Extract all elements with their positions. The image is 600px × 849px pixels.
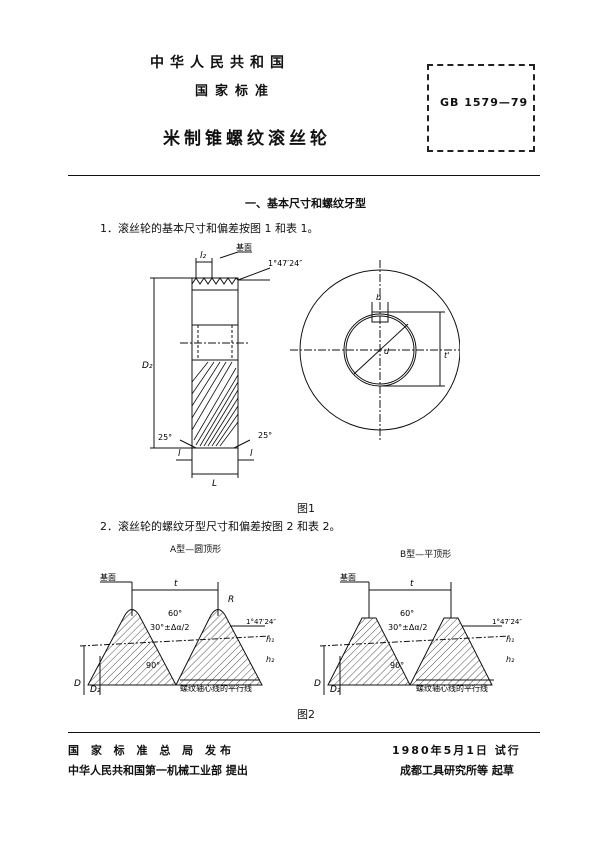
country-heading: 中华人民共和国 (150, 55, 290, 71)
standard-type-heading: 国家标准 (195, 84, 276, 99)
fig2-left-angle60: 60° (168, 609, 182, 618)
paragraph-item-1: 1．滚丝轮的基本尺寸和偏差按图 1 和表 1。 (100, 222, 319, 235)
label-angle-left: 25° (158, 433, 172, 442)
fig2-right-h2: h₂ (506, 655, 515, 664)
standard-code-box (427, 64, 535, 152)
fig2-left-h2: h₂ (266, 655, 275, 664)
section-heading: 一、基本尺寸和螺纹牙型 (245, 197, 366, 210)
figure1-caption: 图1 (297, 502, 315, 515)
label-l-left: l (178, 449, 181, 459)
document-title: 米制锥螺纹滚丝轮 (163, 129, 331, 149)
footer-drafter: 成都工具研究所等 起草 (400, 764, 514, 777)
label-l-right: l (250, 449, 253, 459)
fig2-left-D: D (74, 679, 81, 689)
fig2-left-R: R (228, 595, 234, 605)
fig2-left-base-face: 基面 (100, 572, 116, 582)
label-D2: D₂ (142, 361, 153, 371)
fig2-right-base-face: 基面 (340, 572, 356, 582)
fig2-right-taper: 1°47′24″ (492, 618, 522, 626)
fig2-left-angle90: 90° (146, 661, 160, 670)
fig2-right-D2: D₂ (330, 685, 341, 695)
footer-divider (68, 732, 540, 733)
fig2-right-angle60: 60° (400, 609, 414, 618)
label-L: L (212, 479, 217, 489)
paragraph-item-2: 2．滚丝轮的螺纹牙型尺寸和偏差按图 2 和表 2。 (100, 520, 341, 533)
figure1-drawing: l₂ 基面 1°47′24″ D₂ 25° 25° l l L b d t' (142, 242, 460, 489)
label-b: b (376, 293, 381, 302)
fig2-left-D2: D₂ (90, 685, 101, 695)
header-divider (68, 175, 540, 176)
label-angle-right: 25° (258, 431, 272, 440)
figure2-left-title: A型—圆顶形 (170, 545, 222, 555)
fig2-right-angle90: 90° (390, 661, 404, 670)
label-taper-angle: 1°47′24″ (268, 259, 302, 268)
footer-date: 1980年5月1日 试行 (392, 744, 521, 757)
footer-proposer: 中华人民共和国第一机械工业部 提出 (68, 764, 248, 777)
fig2-left-h1: h₁ (266, 635, 274, 644)
label-base-face: 基面 (236, 242, 252, 252)
fig2-left-axis-note: 螺纹轴心线的平行线 (180, 683, 252, 693)
label-l2: l₂ (200, 251, 207, 261)
fig2-right-axis-note: 螺纹轴心线的平行线 (416, 683, 488, 693)
footer-publisher: 国 家 标 准 总 局 发布 (68, 744, 235, 757)
fig2-left-half-angle: 30°±Δα/2 (150, 623, 189, 632)
fig2-right-half-angle: 30°±Δα/2 (388, 623, 427, 632)
standard-code: GB 1579—79 (440, 96, 529, 109)
fig2-right-D: D (314, 679, 321, 689)
fig2-left-taper: 1°47′24″ (246, 618, 276, 626)
fig2-right-t: t (410, 579, 414, 589)
figure2-right-title: B型—平顶形 (400, 550, 452, 560)
figure2-caption: 图2 (297, 708, 315, 721)
label-d: d (384, 347, 390, 356)
fig2-left-t: t (174, 579, 178, 589)
figure2-drawing: 基面 t R 60° 30°±Δα/2 1°47′24″ h₁ h₂ 90° D… (74, 572, 522, 695)
fig2-right-h1: h₁ (506, 635, 514, 644)
label-t-prime: t' (444, 351, 449, 360)
